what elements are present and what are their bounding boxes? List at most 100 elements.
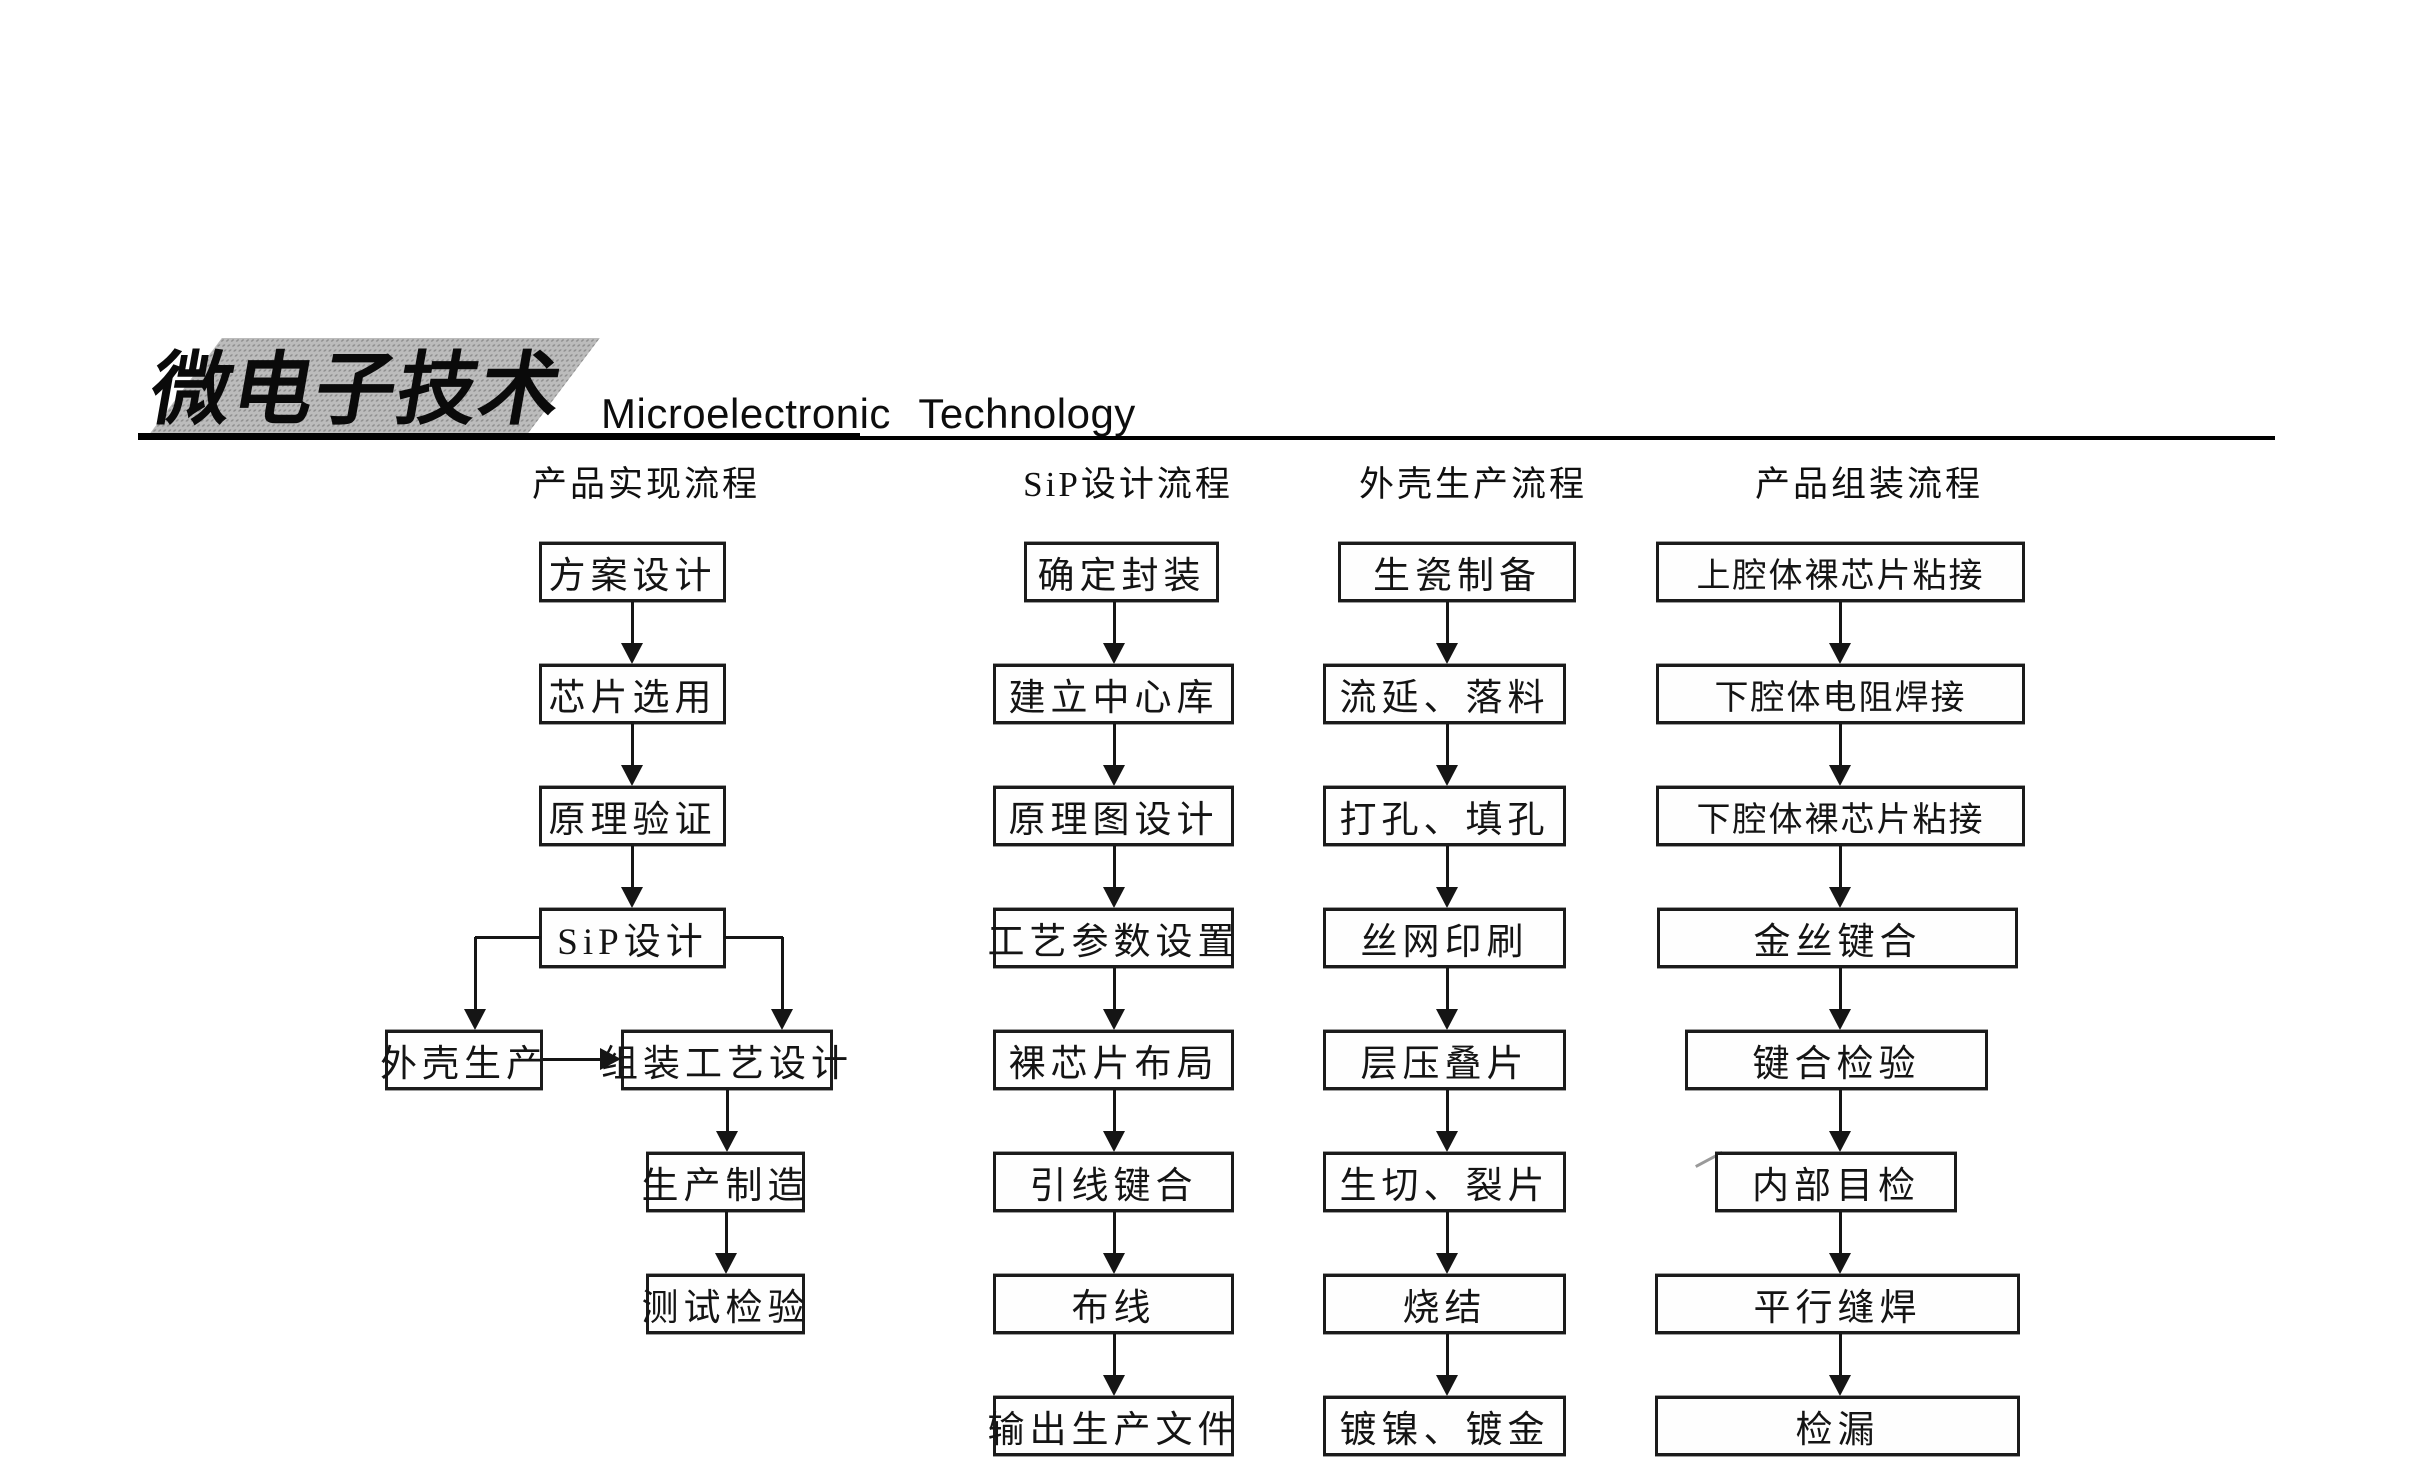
flow-box-col1-step6: 组装工艺设计 (601, 1030, 848, 1090)
flow-box-col3-step8: 镀镍、镀金 (1323, 1396, 1566, 1456)
flow-connector-line (1445, 602, 1449, 645)
flow-box-col2-step2: 建立中心库 (993, 664, 1234, 724)
arrow-down-icon (1103, 643, 1125, 664)
arrow-down-icon (1436, 1253, 1458, 1274)
arrow-down-icon (771, 1009, 793, 1030)
flow-box-col3-step4: 丝网印刷 (1323, 908, 1566, 968)
flow-connector-line (1112, 1334, 1116, 1377)
flow-connector-line (1838, 1334, 1842, 1377)
column-title-product-assembly: 产品组装流程 (1754, 465, 1984, 504)
flow-connector-line (475, 935, 541, 939)
journal-header: 微电子技术 Microelectronic Technology (0, 0, 2421, 460)
arrow-down-icon (1103, 1009, 1125, 1030)
arrow-down-icon (1103, 887, 1125, 908)
flow-connector-line (1112, 1090, 1116, 1133)
flow-box-col3-step5: 层压叠片 (1323, 1030, 1566, 1090)
flow-connector-line (1112, 724, 1116, 767)
arrow-down-icon (621, 765, 643, 786)
flow-connector-line (1445, 968, 1449, 1011)
arrow-down-icon (716, 1131, 738, 1152)
flow-connector-line (630, 846, 634, 889)
arrow-right-icon (600, 1048, 621, 1070)
flow-box-col3-step6: 生切、裂片 (1323, 1152, 1566, 1212)
flow-connector-line (1112, 602, 1116, 645)
flow-box-col2-step3: 原理图设计 (993, 786, 1234, 846)
flow-box-col1-step1: 方案设计 (539, 542, 726, 602)
flow-connector-line (1112, 1212, 1116, 1255)
arrow-down-icon (1829, 1375, 1851, 1396)
flow-box-col1-step4: SiP设计 (539, 908, 726, 968)
flow-connector-line (1838, 602, 1842, 645)
flow-box-col2-step4: 工艺参数设置 (988, 908, 1235, 968)
flow-connector-line (724, 1212, 728, 1255)
flow-connector-line (1838, 1090, 1842, 1133)
flow-connector-line (780, 937, 784, 1011)
flow-box-col4-step4: 金丝键合 (1657, 908, 2018, 968)
arrow-down-icon (1103, 1253, 1125, 1274)
flow-box-col2-step5: 裸芯片布局 (993, 1030, 1234, 1090)
flow-connector-line (543, 1057, 604, 1061)
flow-connector-line (1445, 1334, 1449, 1377)
arrow-down-icon (1829, 887, 1851, 908)
flow-box-col4-step8: 检漏 (1655, 1396, 2020, 1456)
flow-box-col1-step8: 测试检验 (642, 1274, 805, 1334)
flow-connector-line (630, 724, 634, 767)
flow-connector-line (473, 937, 477, 1011)
flow-box-col2-step1: 确定封装 (1024, 542, 1219, 602)
arrow-down-icon (1829, 1009, 1851, 1030)
arrow-down-icon (1436, 887, 1458, 908)
arrow-down-icon (621, 643, 643, 664)
flow-connector-line (1445, 846, 1449, 889)
flow-box-col4-step7: 平行缝焊 (1655, 1274, 2020, 1334)
flow-connector-line (1838, 846, 1842, 889)
flow-box-col3-step1: 生瓷制备 (1338, 542, 1576, 602)
flow-connector-line (630, 602, 634, 645)
flow-box-col2-step6: 引线键合 (993, 1152, 1234, 1212)
flow-connector-line (1838, 968, 1842, 1011)
flow-connector-line (1838, 1212, 1842, 1255)
header-rule (138, 436, 2275, 440)
flow-box-col1-step2: 芯片选用 (539, 664, 726, 724)
arrow-down-icon (464, 1009, 486, 1030)
flow-box-col3-step2: 流延、落料 (1323, 664, 1566, 724)
flow-box-col4-step2: 下腔体电阻焊接 (1656, 664, 2025, 724)
flow-box-col2-step7: 布线 (993, 1274, 1234, 1334)
journal-logo-en: Microelectronic Technology (601, 390, 1136, 437)
arrow-down-icon (1436, 1131, 1458, 1152)
arrow-down-icon (1829, 765, 1851, 786)
arrow-down-icon (1829, 643, 1851, 664)
flow-connector-line (1838, 724, 1842, 767)
flow-box-col3-step3: 打孔、填孔 (1323, 786, 1566, 846)
flow-connector-line (1445, 724, 1449, 767)
flow-box-col3-step7: 烧结 (1323, 1274, 1566, 1334)
flow-connector-line (1445, 1090, 1449, 1133)
arrow-down-icon (1436, 643, 1458, 664)
flow-box-col4-step5: 键合检验 (1685, 1030, 1988, 1090)
flow-box-col1-step3: 原理验证 (539, 786, 726, 846)
flow-box-col4-step6: 内部目检 (1715, 1152, 1957, 1212)
column-title-shell-production: 外壳生产流程 (1358, 465, 1588, 504)
flow-box-col4-step3: 下腔体裸芯片粘接 (1656, 786, 2025, 846)
flow-connector-line (1112, 968, 1116, 1011)
flow-connector-line (1112, 846, 1116, 889)
arrow-down-icon (621, 887, 643, 908)
arrow-down-icon (1436, 765, 1458, 786)
column-title-product-realization: 产品实现流程 (531, 465, 761, 504)
arrow-down-icon (1103, 765, 1125, 786)
column-title-sip-design: SiP设计流程 (1023, 465, 1233, 504)
arrow-down-icon (1829, 1131, 1851, 1152)
flow-connector-line (724, 935, 783, 939)
flow-box-col4-step1: 上腔体裸芯片粘接 (1656, 542, 2025, 602)
flow-connector-line (725, 1090, 729, 1133)
flow-box-col1-step5: 外壳生产 (380, 1030, 543, 1090)
arrow-down-icon (1829, 1253, 1851, 1274)
arrow-down-icon (1103, 1375, 1125, 1396)
arrow-down-icon (1103, 1131, 1125, 1152)
arrow-down-icon (1436, 1009, 1458, 1030)
flow-box-col1-step7: 生产制造 (642, 1152, 805, 1212)
flow-connector-line (1445, 1212, 1449, 1255)
arrow-down-icon (715, 1253, 737, 1274)
flow-box-col2-step8: 输出生产文件 (988, 1396, 1235, 1456)
